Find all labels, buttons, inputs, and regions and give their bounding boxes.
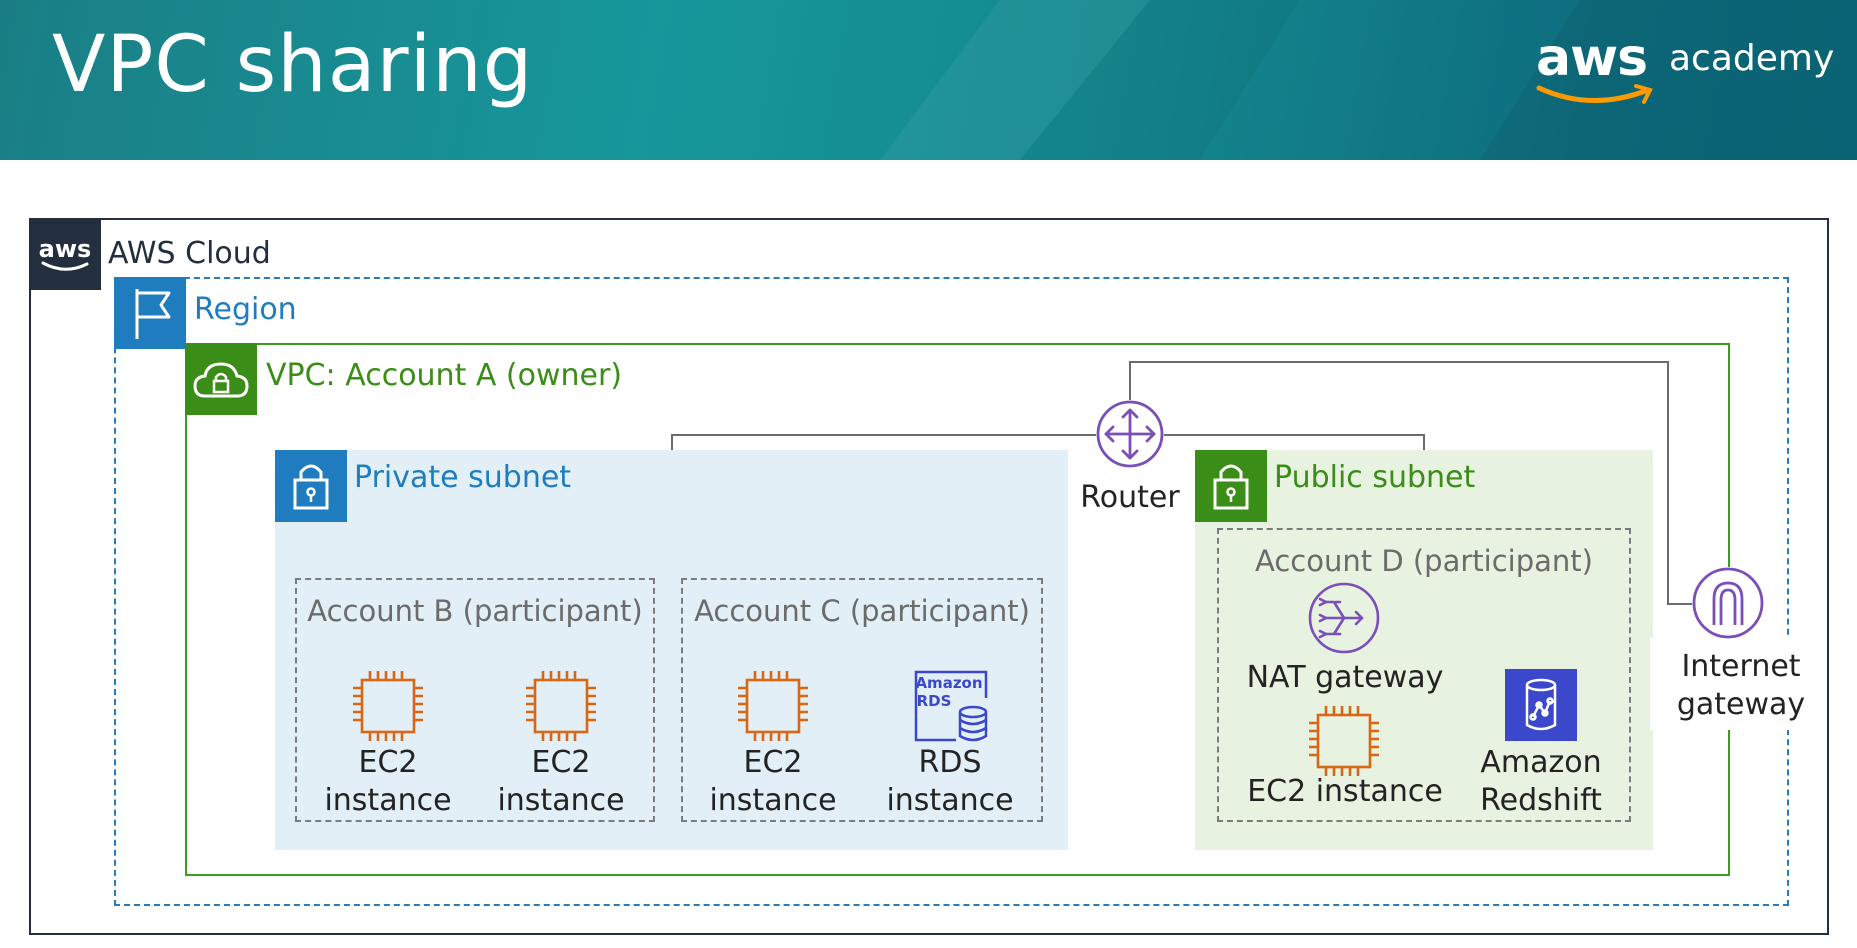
internet-gateway-label-line2: gateway bbox=[1676, 687, 1806, 722]
account-d-container bbox=[1217, 528, 1631, 822]
academy-label: academy bbox=[1669, 38, 1835, 79]
redshift-label-line2: Redshift bbox=[1480, 783, 1602, 818]
aws-logo-icon: aws bbox=[39, 235, 92, 271]
ec2-instance-label: EC2 instance bbox=[318, 744, 458, 820]
rds-icon-text-rds: RDS bbox=[917, 692, 952, 710]
header-decoration bbox=[880, 0, 1857, 160]
internet-gateway-label-line1: Internet bbox=[1681, 649, 1801, 684]
lock-icon bbox=[293, 464, 329, 510]
region-label: Region bbox=[194, 292, 297, 327]
redshift-label: Amazon Redshift bbox=[1466, 744, 1616, 820]
public-subnet-badge bbox=[1195, 450, 1267, 522]
ec2-chip-icon bbox=[738, 671, 808, 741]
router-label: Router bbox=[1070, 480, 1190, 515]
account-b-label: Account B (participant) bbox=[307, 594, 643, 628]
nat-gateway-label: NAT gateway bbox=[1246, 660, 1444, 695]
internet-gateway-label-backdrop bbox=[1650, 638, 1810, 730]
vpc-label: VPC: Account A (owner) bbox=[266, 358, 623, 393]
private-subnet-badge bbox=[275, 450, 347, 522]
ec2-label-line1: EC2 bbox=[358, 745, 418, 780]
ec2-label-line2: instance bbox=[709, 783, 837, 818]
vpc-cloud-lock-icon bbox=[193, 362, 249, 398]
private-subnet-container bbox=[275, 450, 1068, 850]
rds-label-line2: instance bbox=[886, 783, 1014, 818]
redshift-node bbox=[1505, 669, 1577, 741]
aws-cloud-label: AWS Cloud bbox=[108, 236, 271, 271]
rds-instance-label: RDS instance bbox=[880, 744, 1020, 820]
ec2-instance-label: EC2 instance bbox=[703, 744, 843, 820]
region-container bbox=[114, 277, 1789, 906]
account-b-container bbox=[295, 578, 655, 822]
router-node bbox=[1096, 400, 1164, 468]
ec2-public-label: EC2 instance bbox=[1247, 774, 1443, 809]
aws-logo-wordmark: aws bbox=[1536, 28, 1648, 88]
ec2-label-line1: EC2 bbox=[531, 745, 591, 780]
aws-cloud-container bbox=[29, 218, 1829, 935]
aws-cloud-badge: aws bbox=[29, 218, 101, 290]
private-subnet-label: Private subnet bbox=[354, 460, 572, 495]
slide-title: VPC sharing bbox=[52, 20, 534, 110]
ec2-label-line2: instance bbox=[324, 783, 452, 818]
ec2-chip-icon bbox=[353, 671, 423, 741]
svg-text:aws: aws bbox=[39, 235, 92, 263]
aws-smile-icon bbox=[1536, 84, 1653, 104]
account-c-label: Account C (participant) bbox=[694, 594, 1030, 628]
public-subnet-container bbox=[1195, 450, 1653, 850]
ec2-label-line1: EC2 bbox=[743, 745, 803, 780]
ec2-chip-icon bbox=[1309, 706, 1379, 776]
slide-header: VPC sharing aws academy bbox=[0, 0, 1857, 160]
vpc-badge bbox=[185, 343, 257, 415]
account-d-label: Account D (participant) bbox=[1255, 544, 1593, 578]
rds-icon-text-amazon: Amazon bbox=[915, 674, 982, 692]
public-subnet-label: Public subnet bbox=[1274, 460, 1476, 495]
nat-gateway-icon bbox=[1308, 582, 1380, 654]
region-badge bbox=[114, 277, 186, 349]
lock-icon bbox=[1213, 464, 1249, 510]
internet-gateway-icon bbox=[1692, 567, 1764, 639]
ec2-label-line2: instance bbox=[497, 783, 625, 818]
redshift-label-line1: Amazon bbox=[1480, 745, 1602, 780]
internet-gateway-label: Internet gateway bbox=[1653, 648, 1829, 724]
account-c-container bbox=[681, 578, 1043, 822]
router-icon bbox=[1096, 400, 1164, 468]
rds-database-icon: Amazon RDS bbox=[914, 670, 988, 742]
ec2-instance-label: EC2 instance bbox=[491, 744, 631, 820]
internet-gateway-node bbox=[1692, 567, 1764, 639]
redshift-icon bbox=[1525, 678, 1557, 731]
rds-label-line1: RDS bbox=[918, 745, 982, 780]
flag-icon bbox=[135, 289, 171, 339]
ec2-chip-icon bbox=[526, 671, 596, 741]
